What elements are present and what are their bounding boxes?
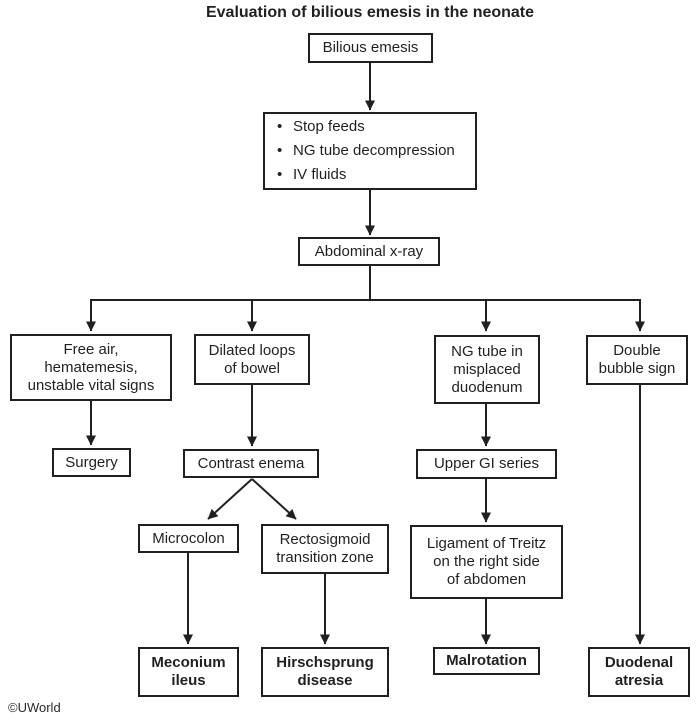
node-free-air: Free air, hematemesis, unstable vital si… (10, 334, 172, 401)
node-malrotation: Malrotation (433, 647, 540, 675)
management-item-label: IV fluids (293, 166, 347, 183)
management-item: • IV fluids (277, 163, 346, 187)
node-dilated-loops: Dilated loops of bowel (194, 334, 310, 385)
node-ligament-treitz: Ligament of Treitz on the right side of … (410, 525, 563, 599)
management-item-label: Stop feeds (293, 118, 365, 135)
management-item-label: NG tube decompression (293, 142, 455, 159)
node-double-bubble: Double bubble sign (586, 335, 688, 385)
diagram-title: Evaluation of bilious emesis in the neon… (205, 4, 535, 21)
uworld-watermark: ©UWorld (8, 700, 61, 715)
node-rectosigmoid: Rectosigmoid transition zone (261, 524, 389, 574)
bullet-icon: • (277, 142, 283, 159)
node-bilious-emesis: Bilious emesis (308, 33, 433, 63)
management-item: • Stop feeds (277, 115, 365, 139)
bullet-icon: • (277, 118, 283, 135)
node-abdominal-xray: Abdominal x-ray (298, 237, 440, 266)
management-item: • NG tube decompression (277, 139, 455, 163)
node-initial-management: • Stop feeds • NG tube decompression • I… (263, 112, 477, 190)
bullet-icon: • (277, 166, 283, 183)
node-meconium-ileus: Meconium ileus (138, 647, 239, 697)
node-hirschsprung: Hirschsprung disease (261, 647, 389, 697)
node-surgery: Surgery (52, 448, 131, 477)
node-contrast-enema: Contrast enema (183, 449, 319, 478)
node-ng-tube-misplaced: NG tube in misplaced duodenum (434, 335, 540, 404)
arrow-enema-to-microcolon (207, 478, 253, 520)
node-microcolon: Microcolon (138, 524, 239, 553)
node-duodenal-atresia: Duodenal atresia (588, 647, 690, 697)
arrow-enema-to-rectosigmoid (251, 478, 297, 520)
node-upper-gi-series: Upper GI series (416, 449, 557, 479)
